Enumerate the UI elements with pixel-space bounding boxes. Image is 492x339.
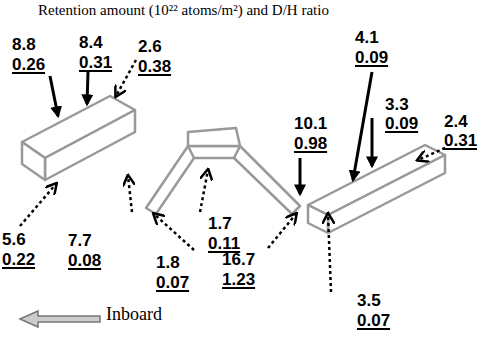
dome	[146, 146, 300, 214]
solid-arrow	[371, 118, 374, 166]
retention-amount: 2.4	[444, 113, 468, 130]
dotted-arrow	[328, 214, 331, 292]
left-tile-side	[22, 142, 45, 180]
retention-amount: 8.8	[12, 36, 36, 53]
retention-amount: 3.5	[357, 292, 381, 309]
left-tile-front	[45, 110, 135, 180]
dh-ratio: 0.31	[444, 132, 477, 149]
diagram-title: Retention amount (10²² atoms/m²) and D/H…	[38, 3, 329, 18]
retention-amount: 4.1	[355, 29, 379, 46]
solid-arrow	[299, 158, 302, 194]
solid-arrow	[87, 72, 88, 104]
retention-amount: 10.1	[294, 115, 327, 132]
retention-arrows	[20, 60, 445, 292]
retention-amount: 16.7	[222, 251, 255, 268]
dotted-arrow	[20, 184, 56, 226]
dotted-arrow	[200, 170, 208, 212]
dh-ratio: 0.38	[138, 58, 171, 75]
dome-edge	[188, 146, 194, 158]
dh-ratio: 0.26	[12, 56, 45, 73]
inboard-arrow	[20, 311, 100, 327]
dotted-arrow	[154, 214, 194, 250]
dotted-arrow	[418, 148, 445, 160]
dh-ratio: 0.08	[68, 252, 101, 269]
tile-outlines	[22, 96, 445, 233]
dome-edge	[234, 146, 240, 158]
solid-arrow	[353, 72, 372, 180]
right-tile-side	[308, 205, 328, 233]
solid-arrow	[50, 76, 58, 116]
retention-amount: 7.7	[68, 232, 92, 249]
dh-ratio: 0.09	[355, 49, 388, 66]
retention-amount: 1.7	[208, 215, 232, 232]
retention-amount: 1.8	[156, 254, 180, 271]
dh-ratio: 0.98	[294, 135, 327, 152]
dh-ratio: 0.31	[79, 54, 112, 71]
dotted-arrow	[116, 60, 136, 96]
direction-label: Inboard	[106, 305, 162, 323]
dh-ratio: 0.11	[208, 235, 240, 252]
dotted-arrow	[128, 176, 132, 212]
dh-ratio: 1.23	[222, 271, 255, 288]
retention-amount: 3.3	[385, 96, 409, 113]
dh-ratio: 0.07	[156, 274, 189, 291]
dh-ratio: 0.07	[357, 312, 390, 329]
retention-amount: 8.4	[79, 34, 103, 51]
dotted-arrow	[268, 214, 296, 248]
dh-ratio: 0.22	[2, 251, 35, 268]
right-tile-front	[328, 155, 445, 233]
retention-amount: 2.6	[138, 38, 162, 55]
dome-top-block	[188, 128, 240, 146]
dh-ratio: 0.09	[385, 115, 418, 132]
retention-amount: 5.6	[2, 231, 26, 248]
